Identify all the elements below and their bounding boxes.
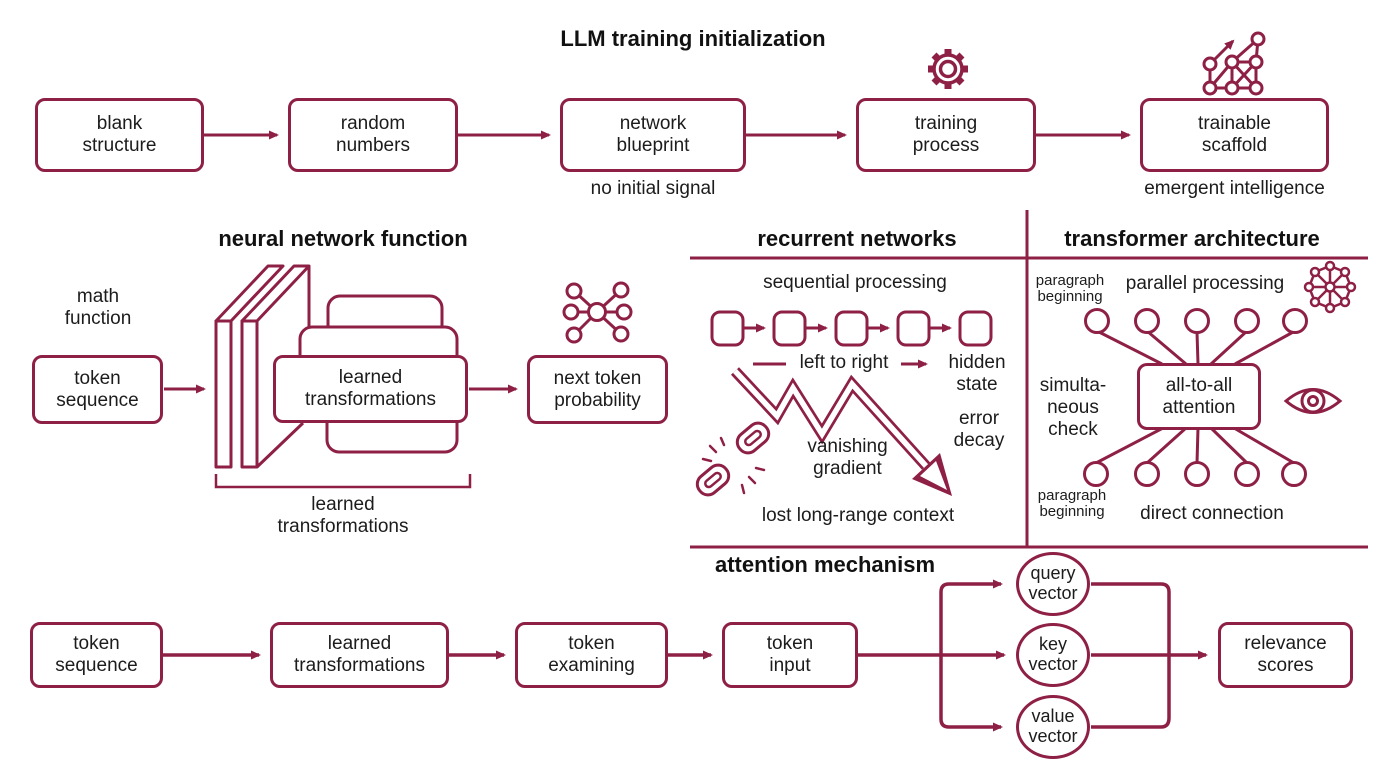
label-left-to-right: left to right — [799, 352, 889, 373]
attention-fan — [1083, 308, 1308, 487]
node-key-vector: key vector — [1016, 623, 1090, 687]
section-title-transformer: transformer architecture — [1064, 226, 1320, 251]
node-trainable-scaffold: trainable scaffold — [1140, 98, 1329, 172]
node-next-token-probability: next token probability — [527, 355, 668, 424]
node-token-examining: token examining — [515, 622, 668, 688]
label-error-decay: error decay — [953, 408, 1005, 452]
label-sequential-processing: sequential processing — [763, 272, 947, 293]
gear-icon — [928, 49, 968, 89]
label-direct-connection: direct connection — [1140, 503, 1284, 524]
broken-chain-icon — [695, 421, 771, 497]
hub-network-icon — [562, 281, 633, 344]
note-math-function: math function — [64, 286, 132, 330]
label-paragraph-beginning-bottom: paragraph beginning — [1037, 487, 1107, 520]
note-emergent-intelligence: emergent intelligence — [1144, 178, 1325, 199]
section-title-nn-function: neural network function — [218, 226, 468, 251]
node-random-numbers: random numbers — [288, 98, 458, 172]
label-vanishing-gradient: vanishing gradient — [807, 436, 888, 480]
section-dividers — [690, 210, 1368, 549]
eye-icon — [1283, 388, 1343, 414]
node-token-sequence-2: token sequence — [30, 622, 163, 688]
note-no-initial-signal: no initial signal — [590, 178, 716, 199]
recurrent-chain — [710, 310, 993, 347]
label-simultaneous-check: simulta- neous check — [1039, 375, 1107, 441]
node-query-vector: query vector — [1016, 552, 1090, 616]
node-learned-transformations-2: learned transformations — [270, 622, 449, 688]
node-token-input: token input — [722, 622, 858, 688]
node-learned-transformations-stack: learned transformations — [273, 355, 468, 423]
mesh-network-icon — [1303, 260, 1357, 314]
node-token-sequence: token sequence — [32, 355, 163, 424]
node-value-vector: value vector — [1016, 695, 1090, 759]
section-title-attention: attention mechanism — [714, 552, 936, 577]
attention-flow-arrows — [163, 579, 1208, 732]
node-all-to-all-attention: all-to-all attention — [1137, 363, 1261, 430]
label-hidden-state: hidden state — [948, 352, 1006, 396]
label-parallel-processing: parallel processing — [1125, 273, 1285, 294]
label-paragraph-beginning-top: paragraph beginning — [1035, 272, 1105, 305]
node-training-process: training process — [856, 98, 1036, 172]
vanishing-gradient-arrow — [730, 367, 952, 496]
node-blank-structure: blank structure — [35, 98, 204, 172]
bracket — [214, 474, 472, 489]
label-lost-long-range-context: lost long-range context — [761, 505, 955, 526]
label-learned-transformations: learned transformations — [277, 494, 409, 538]
network-growth-icon — [1202, 31, 1266, 96]
section-title-training: LLM training initialization — [560, 26, 826, 51]
node-relevance-scores: relevance scores — [1218, 622, 1353, 688]
section-title-recurrent: recurrent networks — [757, 226, 957, 251]
node-network-blueprint: network blueprint — [560, 98, 746, 172]
